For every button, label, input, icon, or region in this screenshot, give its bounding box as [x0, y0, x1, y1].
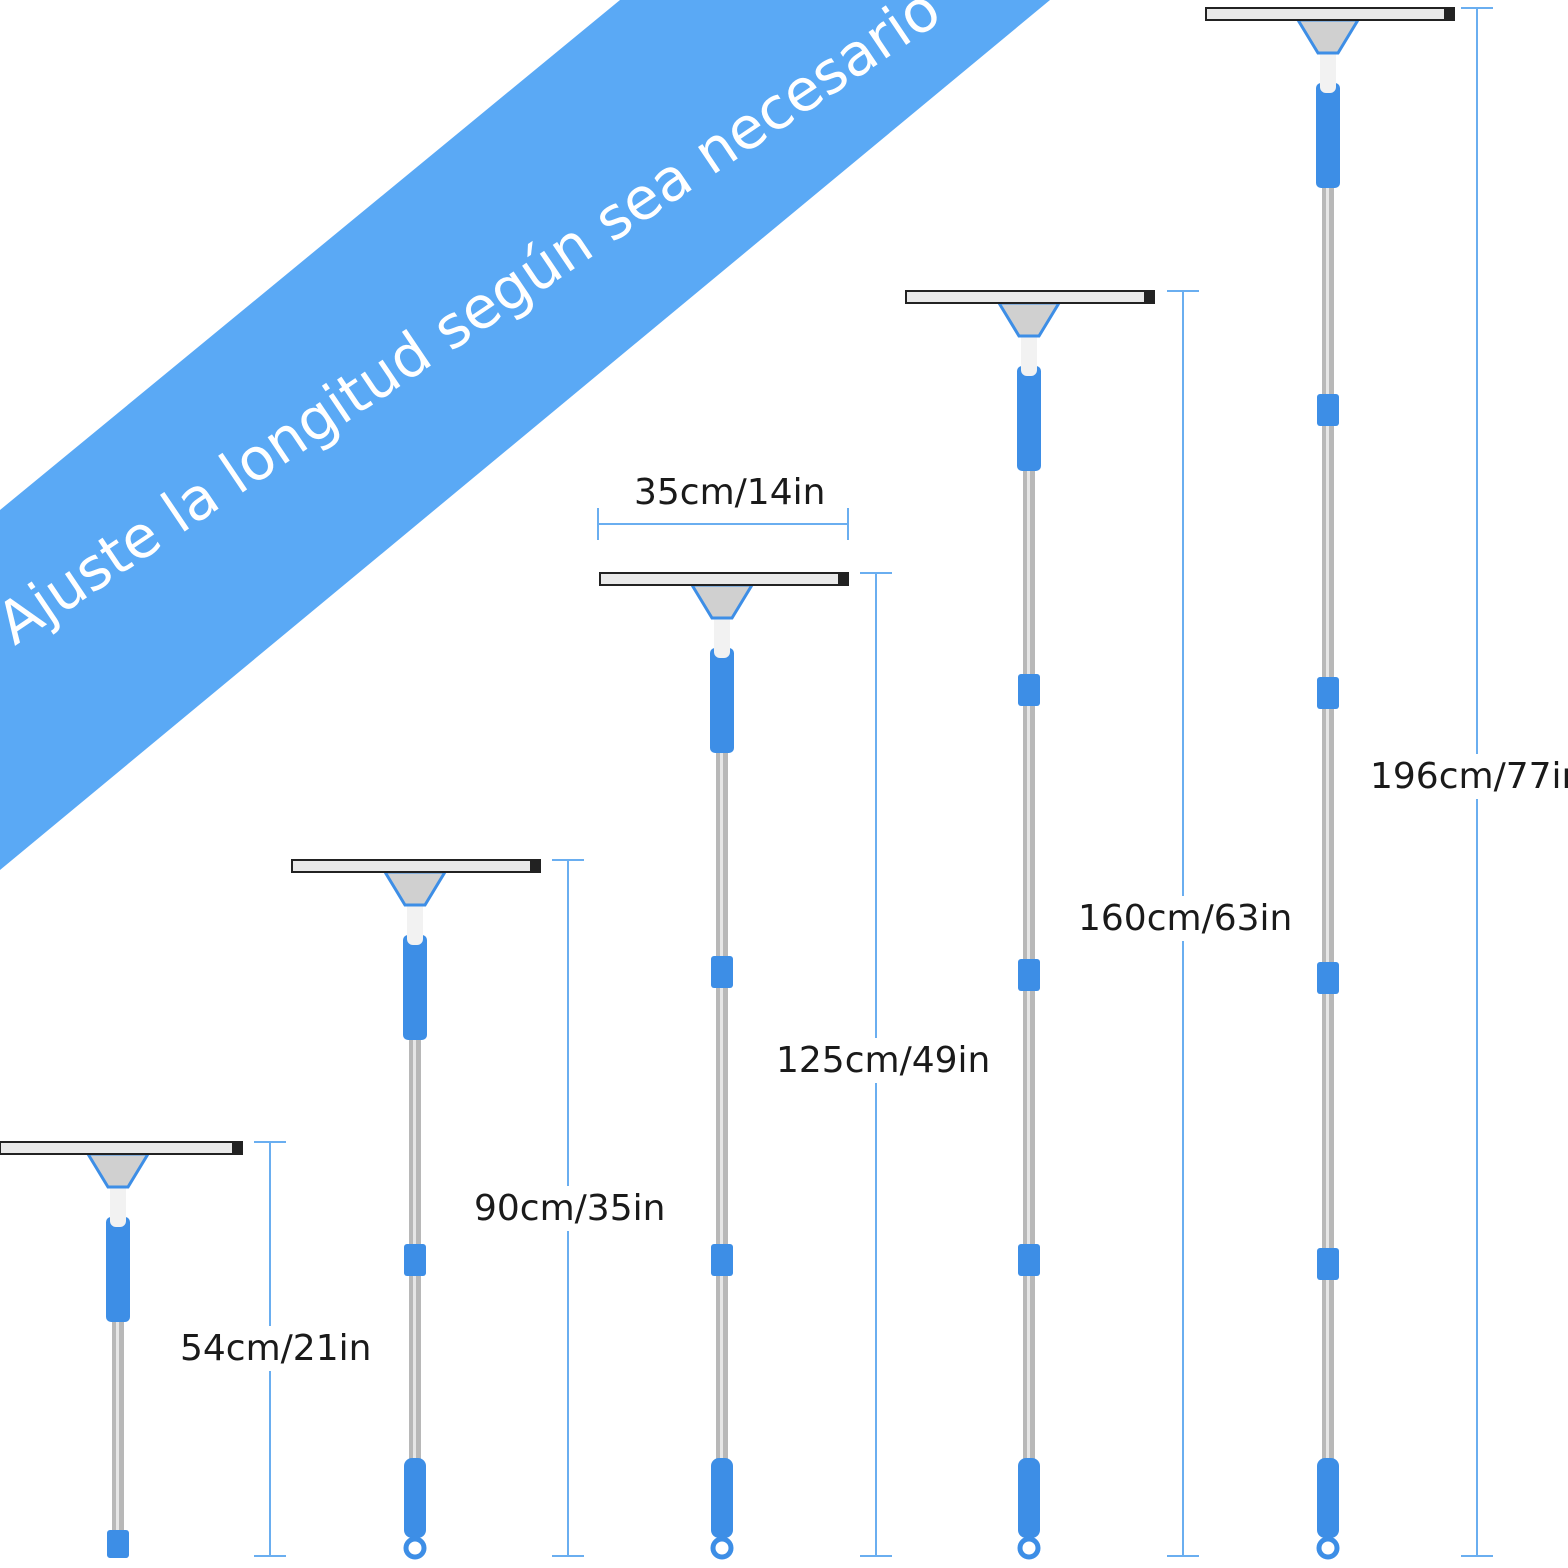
blade-end-cap [232, 1142, 242, 1154]
pole-collar [711, 956, 733, 988]
blade-width-label: 35cm/14in [632, 470, 828, 515]
pole-collar [404, 1244, 426, 1276]
squeegee-125cm [599, 572, 849, 1560]
length-label-54cm: 54cm/21in [178, 1326, 374, 1371]
length-label-160cm: 160cm/63in [1076, 896, 1295, 941]
pole-collar [1018, 674, 1040, 706]
blade-width-dimension [597, 508, 849, 540]
pole-collar [711, 1244, 733, 1276]
grip-handle [711, 1458, 733, 1538]
handle-cap [1320, 48, 1336, 93]
squeegee-group [0, 7, 1455, 1560]
length-label-196cm: 196cm/77in [1368, 754, 1568, 799]
hang-loop [403, 1536, 427, 1560]
pole-collar [1018, 1244, 1040, 1276]
blade-end-cap [530, 860, 540, 872]
squeegee-160cm [905, 290, 1155, 1560]
banner-band [0, 0, 1050, 870]
handle-sleeve [106, 1217, 130, 1322]
handle-cap [1021, 331, 1037, 376]
blade-end-cap [838, 573, 848, 585]
pole-highlight [116, 1322, 119, 1530]
squeegee-90cm [291, 859, 541, 1560]
squeegee-54cm [0, 1141, 243, 1558]
blade-bracket [689, 583, 755, 620]
grip-handle [1317, 1458, 1339, 1538]
length-label-125cm: 125cm/49in [774, 1038, 993, 1083]
blade-end-cap [1144, 291, 1154, 303]
pole-highlight [720, 753, 723, 1460]
squeegee-blade [0, 1141, 243, 1155]
handle-sleeve [1316, 83, 1340, 188]
blade-bracket [996, 301, 1062, 338]
hang-loop [1316, 1536, 1340, 1560]
blade-end-cap [1444, 8, 1454, 20]
grip-handle [1018, 1458, 1040, 1538]
hang-loop [1017, 1536, 1041, 1560]
hang-loop [710, 1536, 734, 1560]
end-cap [107, 1530, 129, 1558]
pole-collar [1018, 959, 1040, 991]
pole-collar [1317, 677, 1339, 709]
blade-bracket [1295, 18, 1361, 55]
handle-cap [110, 1182, 126, 1227]
blade-bracket [85, 1152, 151, 1189]
handle-sleeve [403, 935, 427, 1040]
handle-sleeve [710, 648, 734, 753]
grip-handle [404, 1458, 426, 1538]
squeegee-196cm [1205, 7, 1455, 1560]
pole-collar [1317, 1248, 1339, 1280]
squeegee-blade [599, 572, 849, 586]
pole-highlight [1326, 188, 1329, 1460]
handle-sleeve [1017, 366, 1041, 471]
pole-collar [1317, 394, 1339, 426]
handle-cap [407, 900, 423, 945]
squeegee-blade [905, 290, 1155, 304]
pole-collar [1317, 962, 1339, 994]
squeegee-blade [291, 859, 541, 873]
handle-cap [714, 613, 730, 658]
blade-bracket [382, 870, 448, 907]
squeegee-blade [1205, 7, 1455, 21]
length-label-90cm: 90cm/35in [472, 1186, 668, 1231]
